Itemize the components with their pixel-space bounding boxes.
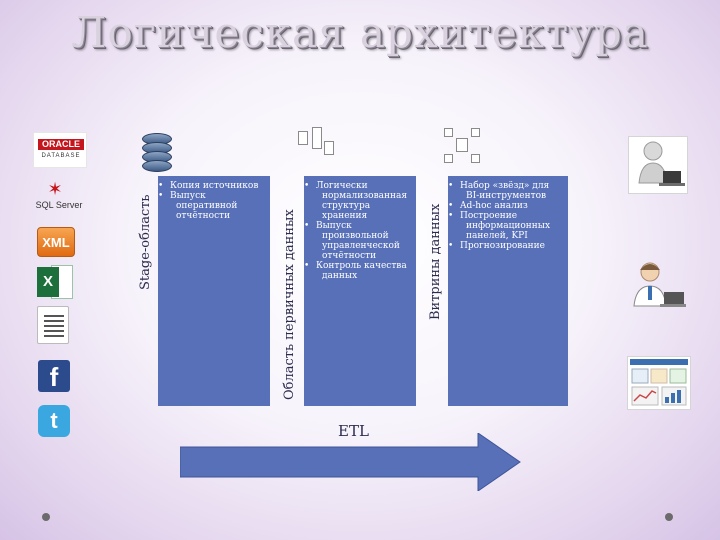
data-marts-label: Витрины данных <box>428 204 443 320</box>
marts-item-2: Построение информационных панелей, KPI <box>460 211 564 241</box>
marts-item-1: Ad-hoc анализ <box>460 201 564 211</box>
stage-area-label: Stage-область <box>138 194 153 290</box>
primary-item-2: Контроль качества данных <box>316 261 412 281</box>
excel-letter: X <box>37 267 59 297</box>
etl-arrow <box>180 433 525 491</box>
dashboard-icon <box>627 356 691 410</box>
marts-item-3: Прогнозирование <box>460 241 564 251</box>
stage-item-1: Выпуск оперативной отчётности <box>170 191 266 221</box>
analyst-icon <box>628 256 688 314</box>
schema-diagram-icon <box>298 127 334 163</box>
sql-server-glyph: ✶ <box>40 180 70 200</box>
stage-area-column: Копия источников Выпуск оперативной отчё… <box>158 176 270 406</box>
twitter-icon: t <box>38 405 70 437</box>
stage-item-0: Копия источников <box>170 181 266 191</box>
decorative-dot-left <box>42 513 50 521</box>
primary-data-area-label: Область первичных данных <box>282 209 297 400</box>
oracle-logo-subtext: DATABASE <box>38 153 84 159</box>
etl-label: ETL <box>338 422 369 440</box>
decorative-dot-right <box>665 513 673 521</box>
excel-icon: X <box>37 265 73 299</box>
primary-item-1: Выпуск произвольной управленческой отчёт… <box>316 221 412 261</box>
oracle-logo-text: ORACLE <box>38 139 84 150</box>
page-title: Логическая архитектура <box>0 8 720 57</box>
xml-icon: XML <box>37 227 75 257</box>
oracle-database-icon: ORACLE DATABASE <box>33 132 87 168</box>
sql-server-icon: ✶ SQL Server <box>28 180 90 220</box>
star-schema-icon <box>444 128 480 164</box>
database-icon <box>140 131 174 175</box>
marts-item-0: Набор «звёзд» для BI-инструментов <box>460 181 564 201</box>
sql-server-label: SQL Server <box>28 200 90 210</box>
primary-item-0: Логически нормализованная структура хран… <box>316 181 412 221</box>
document-icon <box>37 306 69 344</box>
facebook-icon: f <box>38 360 70 392</box>
primary-data-area-column: Логически нормализованная структура хран… <box>304 176 416 406</box>
user-laptop-icon <box>628 136 688 194</box>
data-marts-column: Набор «звёзд» для BI-инструментов Ad-hoc… <box>448 176 568 406</box>
